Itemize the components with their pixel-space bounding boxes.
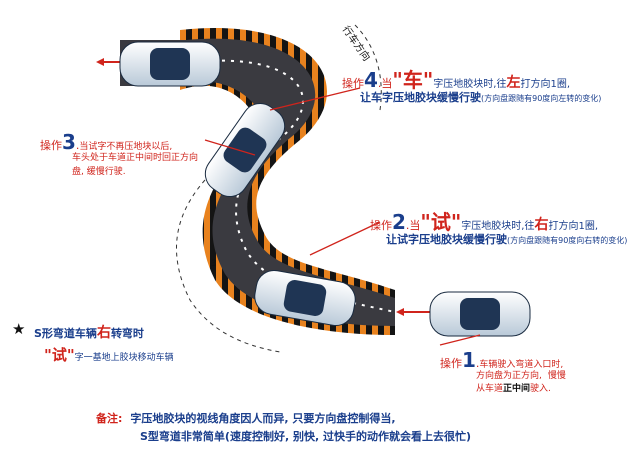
car-entry-curve <box>254 270 356 326</box>
entry-arrow <box>396 308 430 316</box>
guide-arc-left <box>176 179 281 353</box>
road-surface <box>186 38 395 327</box>
remark-line1: 备注:字压地胶块的视线角度因人而异, 只要方向盘控制得当, <box>96 412 396 425</box>
step1-line3: 从车道正中间驶入. <box>476 384 551 394</box>
legend-star-icon: ★ <box>12 320 26 338</box>
step2-line1: 操作2.当"试"字压地胶块时,往右打方向1圈, <box>370 210 598 234</box>
legend-line1: S形弯道车辆右转弯时 <box>34 325 144 341</box>
step4-line2: 让车字压地胶块缓慢行驶(方向盘跟随有90度向左转的变化) <box>360 91 602 104</box>
step1-line1: 操作1.车辆驶入弯道入口时, <box>440 348 564 372</box>
sight-line-2 <box>309 221 381 256</box>
step3-line3: 盘, 缓慢行驶. <box>72 167 126 177</box>
marker-3-bottom: 3 <box>211 259 217 269</box>
exit-arrow <box>96 58 122 66</box>
marker-3-top: 3 <box>318 88 324 98</box>
sight-line-4 <box>269 87 361 111</box>
step2-line2: 让试字压地胶块缓慢行驶(方向盘跟随有90度向右转的变化) <box>386 233 628 246</box>
step4-line1: 操作4.当"车"字压地胶块时,往左打方向1圈, <box>342 68 570 92</box>
car-exit <box>119 41 221 87</box>
step1-line2: 方向盘为正方向,慢慢 <box>476 371 566 381</box>
sight-line-3 <box>204 139 256 156</box>
step3-line2: 车头处于车道正中间时回正方向 <box>72 153 199 163</box>
step3-line1: 操作3.当试字不再压地块以后, <box>40 130 173 154</box>
legend-line2: "试"字一基地上胶块移动车辆 <box>44 346 174 364</box>
guide-arc-top <box>354 24 382 111</box>
sight-line-1 <box>439 334 481 346</box>
car-start <box>429 291 531 337</box>
remark-line2: S型弯道非常简单(速度控制好, 别快, 过快手的动作就会看上去很忙) <box>140 430 471 443</box>
